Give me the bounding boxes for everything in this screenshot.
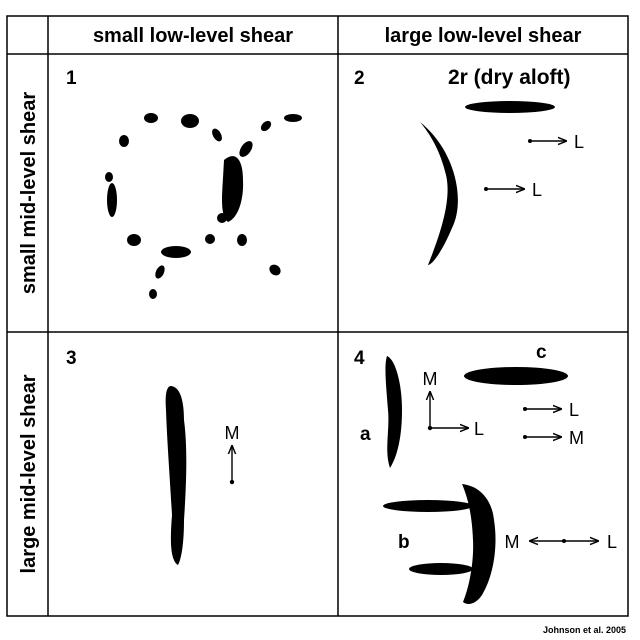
- arrow-label-l: L: [532, 180, 542, 200]
- storm-cell: [149, 289, 157, 299]
- storm-cell: [269, 264, 281, 276]
- panel-2: 2 2r (dry aloft) L L: [354, 66, 584, 265]
- label-a: a: [360, 424, 371, 445]
- storm-cell: [105, 172, 113, 182]
- storm-cell: [107, 183, 117, 217]
- panel-2-number: 2: [354, 68, 365, 89]
- row-header-small-mid-level-shear: small mid-level shear: [18, 92, 40, 295]
- source-credit: Johnson et al. 2005: [543, 625, 626, 635]
- panel-1-number: 1: [66, 68, 77, 89]
- arrow-label-m: M: [505, 532, 520, 552]
- storm-cell: [119, 135, 129, 147]
- system-c-line: [464, 367, 568, 385]
- storm-cell: [181, 114, 199, 128]
- storm-cell: [161, 246, 191, 258]
- storm-cell: [239, 141, 253, 157]
- panel-4: 4 a M L c L M b M L: [354, 342, 617, 604]
- arrow-label-l: L: [607, 532, 617, 552]
- panel-2-subtitle: 2r (dry aloft): [448, 66, 571, 89]
- system-b-shape: [383, 484, 496, 604]
- arrow-label-l: L: [569, 400, 579, 420]
- storm-cell: [237, 234, 247, 246]
- arrow-label-m: M: [569, 428, 584, 448]
- label-c: c: [536, 342, 547, 363]
- label-b: b: [398, 532, 410, 553]
- arrow-label-m: M: [225, 423, 240, 443]
- storm-cell: [212, 128, 222, 142]
- storm-cell: [284, 114, 302, 122]
- linear-squall-line: [165, 386, 187, 565]
- axis-label-m: M: [423, 369, 438, 389]
- storm-cell: [260, 120, 272, 132]
- storm-cell: [155, 265, 165, 279]
- panel-1: 1: [66, 68, 302, 299]
- panel-3: 3 M: [66, 348, 240, 565]
- storm-cell: [205, 234, 215, 244]
- panel-1-cells: [105, 113, 302, 299]
- storm-cell-central: [222, 156, 244, 222]
- storm-cell: [144, 113, 158, 123]
- column-header-small-low-level-shear: small low-level shear: [93, 25, 293, 47]
- row-header-large-mid-level-shear: large mid-level shear: [18, 374, 40, 573]
- bow-echo-arc: [420, 122, 458, 265]
- panel-4-number: 4: [354, 348, 365, 369]
- system-a-line: [385, 356, 402, 468]
- grid-lines: [6, 15, 629, 617]
- panel-3-number: 3: [66, 348, 77, 369]
- column-header-large-low-level-shear: large low-level shear: [385, 25, 582, 47]
- arrow-label-l: L: [574, 132, 584, 152]
- dry-aloft-line-segment: [465, 101, 555, 113]
- storm-cell: [127, 234, 141, 246]
- axis-label-l: L: [474, 419, 484, 439]
